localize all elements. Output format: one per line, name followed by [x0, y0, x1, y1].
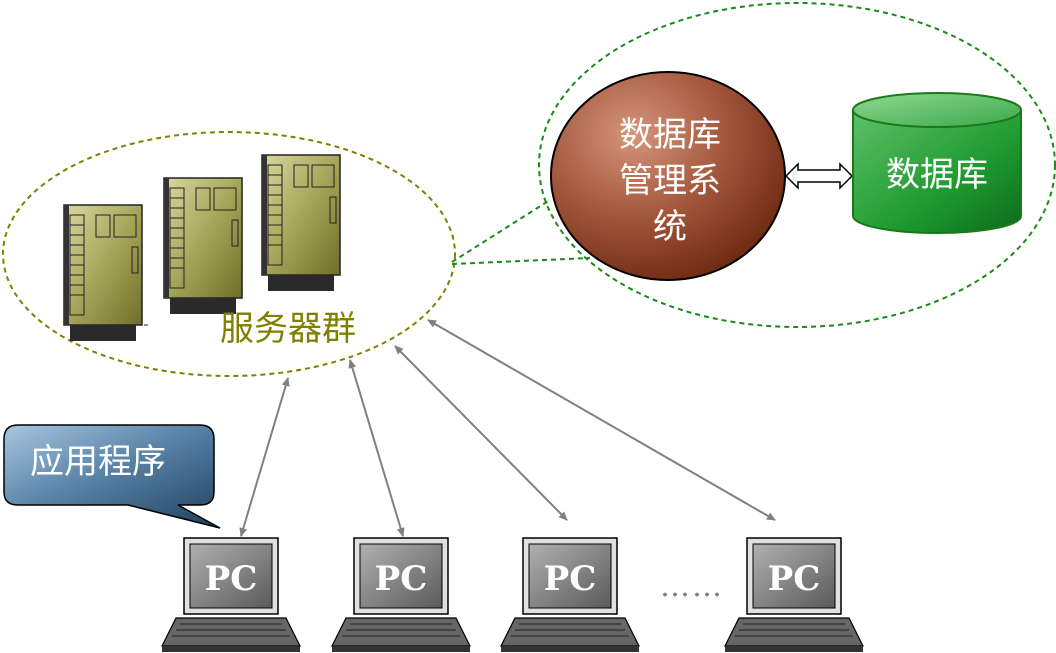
app-callout-bubble: [3, 424, 221, 529]
dbms-label-line1: 数据库: [619, 115, 721, 155]
link-arrow-pc4: [427, 319, 776, 521]
server-unit-1: [63, 204, 148, 341]
dbms-db-double-arrow: [784, 162, 854, 190]
pc-label-2: PC: [375, 559, 428, 599]
pc-laptop-2: [331, 537, 471, 652]
link-arrow-pc3: [394, 345, 568, 521]
database-cylinder: [852, 92, 1022, 234]
zone-connector-lower: [451, 257, 591, 265]
pc-laptop-1: [161, 537, 301, 652]
database-zone-ellipse: [538, 2, 1056, 328]
app-callout-label: 应用程序: [30, 442, 166, 482]
server-group-ellipse: [2, 131, 456, 377]
pc-label-3: PC: [544, 559, 597, 599]
zone-connector-upper: [451, 199, 551, 263]
server-unit-2: [163, 177, 243, 314]
pc-laptop-3: [500, 537, 640, 652]
pc-label-4: PC: [768, 559, 821, 599]
pc-label-1: PC: [205, 559, 258, 599]
link-arrow-pc1: [239, 377, 290, 537]
database-label: 数据库: [886, 155, 988, 195]
server-group-label: 服务器群: [220, 309, 356, 349]
link-arrow-pc2: [348, 359, 405, 537]
pc-ellipsis: ……: [660, 569, 724, 604]
pc-laptop-4: [724, 537, 864, 652]
dbms-label-line3: 统: [653, 207, 687, 247]
server-unit-3: [261, 154, 341, 291]
dbms-label-line2: 管理系: [619, 161, 721, 201]
